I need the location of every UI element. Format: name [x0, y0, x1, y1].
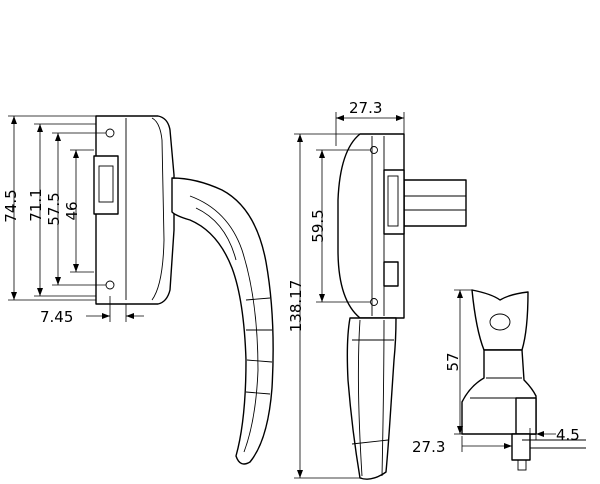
- side-bottom-hole: [370, 298, 378, 306]
- side-view: 27.3 59.5 138.17: [287, 99, 467, 480]
- dim-label-27-3-detail: 27.3: [412, 438, 445, 456]
- dim-label-138-17: 138.17: [287, 280, 305, 333]
- side-top-hole: [370, 146, 378, 154]
- front-slot-inner: [98, 165, 114, 203]
- dim-label-71-1: 71.1: [27, 188, 45, 221]
- front-base-inner: [125, 117, 165, 301]
- dim-label-57-5: 57.5: [45, 192, 63, 225]
- detail-spindle: [511, 433, 531, 461]
- side-button: [383, 261, 399, 287]
- front-handle-ridge-2: [195, 207, 237, 261]
- front-handle-segments: [245, 297, 273, 395]
- dim-label-27-3-side: 27.3: [349, 99, 382, 117]
- detail-view: 57 27.3 4.5: [412, 289, 586, 471]
- dim-label-46: 46: [63, 201, 81, 220]
- front-handle-lever: [171, 177, 274, 465]
- dim-label-59-5: 59.5: [309, 209, 327, 242]
- side-slot: [383, 169, 405, 235]
- dim-label-7-45: 7.45: [40, 308, 73, 326]
- front-view: 74.5 71.1 57.5 46 7.45: [2, 115, 274, 465]
- front-slot: [93, 155, 119, 215]
- detail-base: [515, 397, 537, 435]
- dim-label-57: 57: [444, 352, 462, 371]
- front-handle-ridge: [189, 195, 259, 453]
- detail-head: [471, 289, 529, 351]
- side-handle: [346, 317, 397, 480]
- dim-label-74-5: 74.5: [2, 189, 20, 222]
- side-spindle: [403, 179, 467, 227]
- dim-label-4-5: 4.5: [556, 426, 580, 444]
